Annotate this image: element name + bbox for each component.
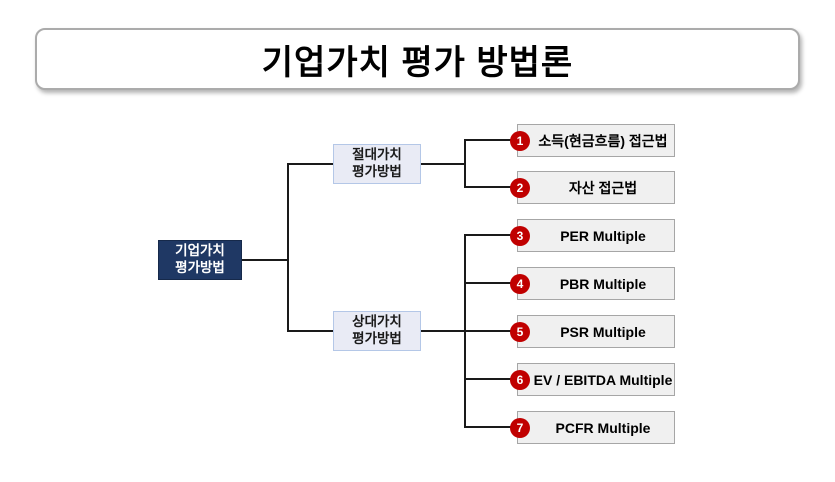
number-badge: 2 [510, 177, 530, 198]
connector-leaf2-stub [464, 186, 512, 188]
leaf-node-asset-approach: 2 자산 접근법 [510, 171, 675, 204]
connector-leafgroup1-vertical [464, 139, 466, 188]
number-badge: 1 [510, 130, 530, 151]
connector-branch2-horizontal [287, 330, 333, 332]
connector-leaf7-stub [464, 426, 512, 428]
leaf-node-income-approach: 1 소득(현금흐름) 접근법 [510, 124, 675, 157]
page-title: 기업가치 평가 방법론 [261, 43, 574, 82]
leaf-label: PER Multiple [560, 227, 646, 244]
number-badge: 5 [510, 321, 530, 342]
leaf-label: EV / EBITDA Multiple [533, 371, 673, 388]
leaf-node-pcfr-multiple: 7 PCFR Multiple [510, 411, 675, 444]
connector-branch1-horizontal [287, 163, 333, 165]
connector-branch-vertical [287, 163, 289, 332]
leaf-node-pbr-multiple: 4 PBR Multiple [510, 267, 675, 300]
branch-node-absolute-value: 절대가치 평가방법 [333, 144, 421, 184]
number-badge: 4 [510, 273, 530, 294]
number-badge: 3 [510, 225, 530, 246]
connector-branch2-out [421, 330, 465, 332]
leaf-node-psr-multiple: 5 PSR Multiple [510, 315, 675, 348]
root-node-corporate-value: 기업가치 평가방법 [158, 240, 242, 280]
connector-leaf6-stub [464, 378, 512, 380]
number-badge: 6 [510, 369, 530, 390]
connector-leaf5-stub [464, 330, 512, 332]
connector-branch1-out [421, 163, 465, 165]
title-banner: 기업가치 평가 방법론 [35, 28, 800, 90]
connector-leaf4-stub [464, 282, 512, 284]
leaf-label: PBR Multiple [559, 275, 647, 292]
connector-leaf3-stub [464, 234, 512, 236]
branch-node-relative-value: 상대가치 평가방법 [333, 311, 421, 351]
leaf-node-per-multiple: 3 PER Multiple [510, 219, 675, 252]
leaf-label: PSR Multiple [560, 323, 646, 340]
leaf-label: PCFR Multiple [555, 419, 651, 436]
number-badge: 7 [510, 417, 530, 438]
connector-root-horizontal [242, 259, 289, 261]
leaf-label: 자산 접근법 [568, 179, 638, 196]
connector-leaf1-stub [464, 139, 512, 141]
leaf-node-ev-ebitda-multiple: 6 EV / EBITDA Multiple [510, 363, 675, 396]
leaf-label: 소득(현금흐름) 접근법 [538, 132, 668, 149]
